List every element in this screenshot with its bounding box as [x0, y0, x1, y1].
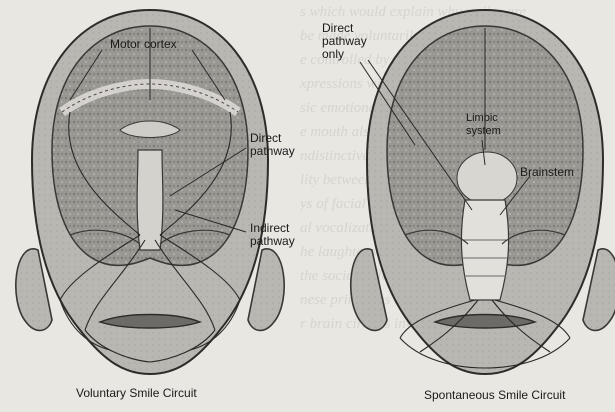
label-limbic-system-line: system: [466, 125, 501, 138]
label-direct-pathway-line: pathway: [250, 145, 295, 158]
label-indirect-pathway: Indirect pathway: [250, 222, 295, 248]
label-limbic-system: Limbic system: [466, 112, 501, 138]
label-direct-pathway-only: Direct pathway only: [322, 22, 367, 61]
caption-spontaneous-text: Spontaneous Smile Circuit: [424, 388, 565, 402]
label-motor-cortex: Motor cortex: [110, 38, 177, 51]
caption-voluntary: Voluntary Smile Circuit: [76, 386, 197, 400]
label-direct-pathway-only-line: only: [322, 48, 367, 61]
label-limbic-system-line: Limbic: [466, 112, 501, 125]
brainstem: [461, 200, 508, 300]
limbic-region: [457, 152, 517, 204]
brainstem: [137, 150, 163, 250]
label-brainstem-text: Brainstem: [520, 166, 574, 179]
left-head: [16, 10, 284, 374]
caption-spontaneous: Spontaneous Smile Circuit: [424, 388, 565, 402]
caption-voluntary-text: Voluntary Smile Circuit: [76, 386, 197, 400]
label-motor-cortex-text: Motor cortex: [110, 38, 177, 51]
label-indirect-pathway-line: pathway: [250, 235, 295, 248]
label-brainstem: Brainstem: [520, 166, 574, 179]
label-direct-pathway: Direct pathway: [250, 132, 295, 158]
right-head: [351, 10, 615, 374]
